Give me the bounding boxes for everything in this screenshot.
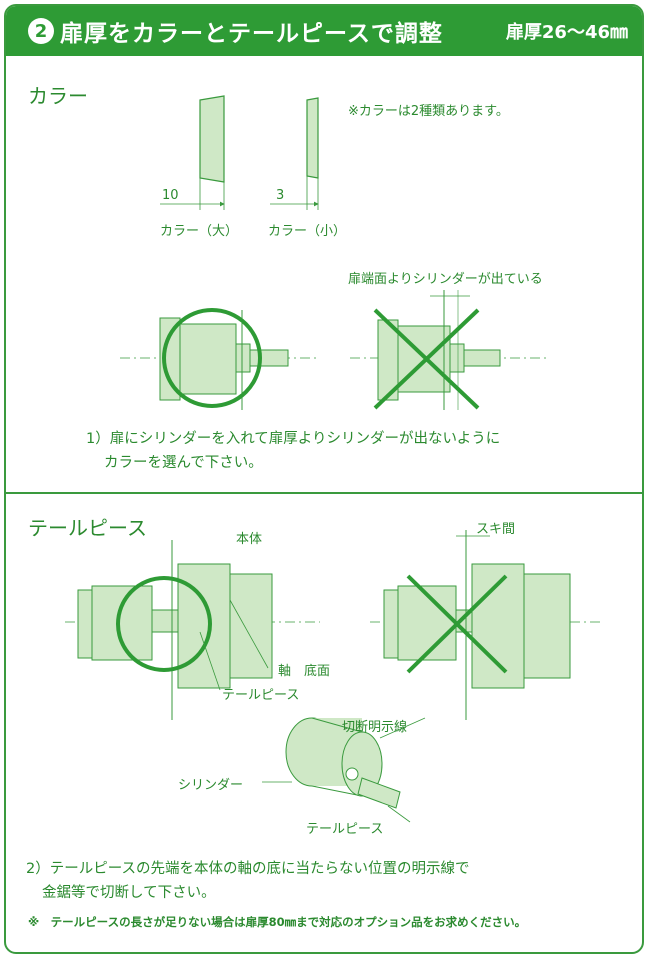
door-thickness-range: 扉厚26～46㎜ bbox=[505, 22, 628, 43]
collar-instruction-line1: 1）扉にシリンダーを入れて扉厚よりシリンダーが出ないように bbox=[86, 431, 501, 447]
section-divider bbox=[6, 492, 642, 494]
tailpiece-instruction-line1: 2）テールピースの先端を本体の軸の底に当たらない位置の明示線で bbox=[26, 861, 470, 877]
tailpiece-label-2: テールピース bbox=[306, 822, 384, 837]
step-number-badge: 2 bbox=[28, 18, 54, 44]
cylinder-incorrect-drawing bbox=[350, 290, 550, 410]
gap-label: スキ間 bbox=[476, 522, 516, 537]
collar-section-title: カラー bbox=[28, 84, 88, 108]
tailpiece-correct-drawing bbox=[65, 540, 320, 720]
tailpiece-incorrect-drawing bbox=[370, 530, 600, 720]
collar-small-drawing bbox=[270, 97, 319, 210]
option-footnote: ※ テールピースの長さが足りない場合は扉厚80㎜まで対応のオプション品をお求めく… bbox=[28, 915, 527, 929]
collar-instruction-line2: カラーを選んで下さい。 bbox=[104, 455, 263, 471]
collar-small-dimension: 3 bbox=[276, 188, 285, 203]
collar-small-label: カラー（小） bbox=[268, 224, 347, 239]
cut-line-label: 切断明示線 bbox=[342, 720, 408, 735]
tailpiece-section-title: テールピース bbox=[28, 516, 147, 540]
body-label: 本体 bbox=[236, 532, 263, 547]
collar-large-dimension: 10 bbox=[162, 188, 179, 203]
axis-bottom-label: 軸 底面 bbox=[278, 664, 331, 679]
cylinder-label: シリンダー bbox=[178, 778, 244, 793]
cylinder-correct-drawing bbox=[120, 308, 320, 410]
collar-types-note: ※カラーは2種類あります。 bbox=[348, 104, 509, 119]
cylinder-protrudes-label: 扉端面よりシリンダーが出ている bbox=[348, 272, 543, 287]
collar-large-label: カラー（大） bbox=[160, 224, 239, 239]
tailpiece-instruction-line2: 金鋸等で切断して下さい。 bbox=[42, 885, 216, 901]
header-bar: 2 扉厚をカラーとテールピースで調整 扉厚26～46㎜ bbox=[6, 6, 642, 56]
cylinder-3d-drawing bbox=[262, 717, 426, 823]
instruction-card: 2 扉厚をカラーとテールピースで調整 扉厚26～46㎜ bbox=[4, 4, 644, 954]
tailpiece-label: テールピース bbox=[222, 688, 300, 703]
page-title: 扉厚をカラーとテールピースで調整 bbox=[60, 21, 443, 47]
collar-large-drawing bbox=[160, 95, 225, 210]
